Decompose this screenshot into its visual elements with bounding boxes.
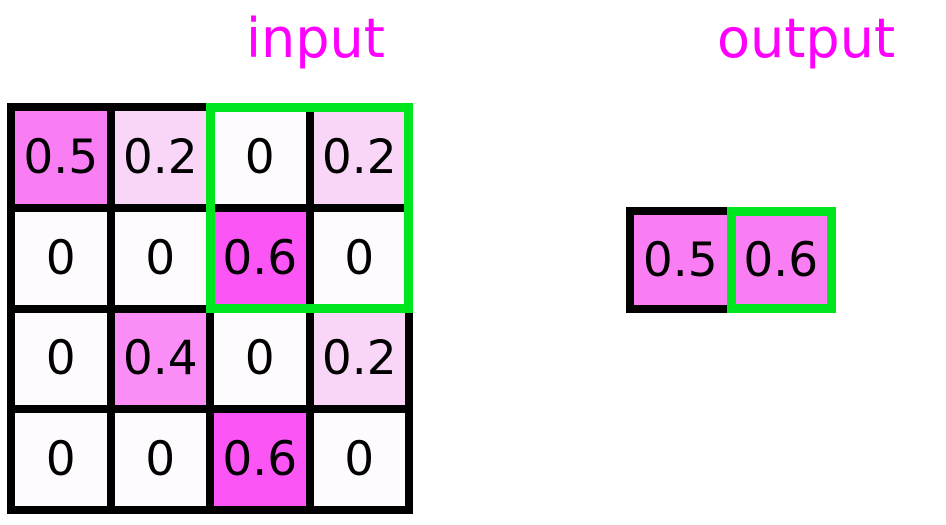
output-title: output xyxy=(717,7,896,70)
input-title: input xyxy=(246,7,385,70)
input-cell-r0-c0: 0.5 xyxy=(15,111,107,204)
input-cell-r0-c3: 0.2 xyxy=(313,111,405,204)
input-cell-r1-c0: 0 xyxy=(15,211,107,305)
input-cell-r3-c3: 0 xyxy=(313,413,405,506)
input-cell-r2-c0: 0 xyxy=(15,312,107,406)
input-cell-r1-c2: 0.6 xyxy=(214,211,306,305)
output-cell-r0-c0: 0.5 xyxy=(634,215,727,305)
input-cell-r0-c2: 0 xyxy=(214,111,306,204)
input-cell-r2-c1: 0.4 xyxy=(114,312,206,406)
input-cell-r3-c1: 0 xyxy=(114,413,206,506)
input-cell-r0-c1: 0.2 xyxy=(114,111,206,204)
input-cell-r3-c0: 0 xyxy=(15,413,107,506)
input-cell-r1-c1: 0 xyxy=(114,211,206,305)
input-cell-r1-c3: 0 xyxy=(313,211,405,305)
output-cell-r0-c1: 0.6 xyxy=(734,215,827,305)
input-cell-r2-c2: 0 xyxy=(214,312,306,406)
input-cell-r2-c3: 0.2 xyxy=(313,312,405,406)
input-cell-r3-c2: 0.6 xyxy=(214,413,306,506)
